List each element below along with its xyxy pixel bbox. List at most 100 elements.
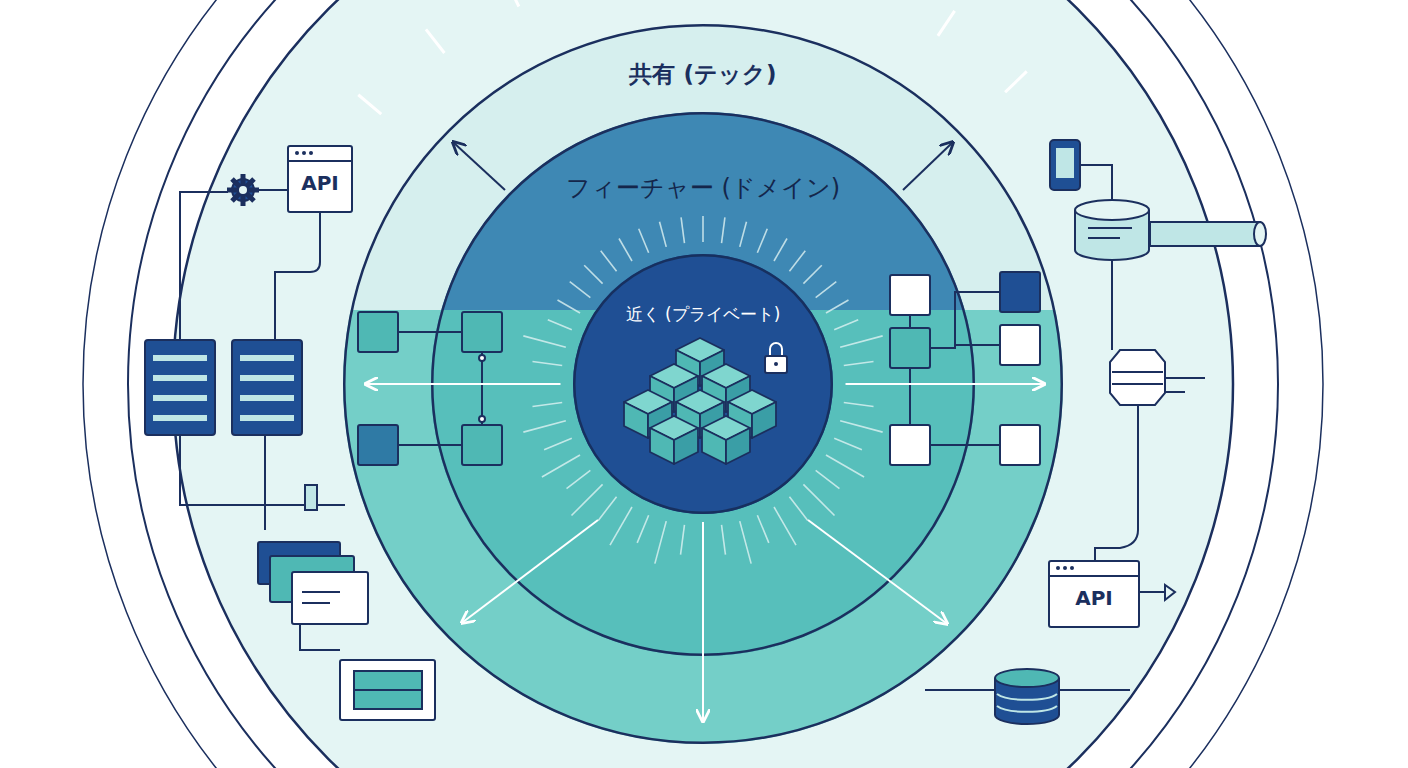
outward-arrows — [367, 383, 560, 385]
right-flowchart — [890, 425, 930, 465]
radial-ticks — [702, 216, 704, 242]
database-cylinder — [997, 694, 1057, 712]
radial-ticks — [542, 455, 580, 477]
api-label: API — [301, 171, 339, 195]
radial-ticks — [844, 403, 874, 407]
radial-ticks — [803, 484, 834, 515]
radial-ticks — [816, 470, 840, 488]
radial-ticks — [774, 239, 787, 262]
radial-ticks — [938, 11, 955, 36]
radial-ticks — [834, 438, 862, 449]
valve-icon — [1110, 350, 1165, 405]
label-holder: フィーチャー (ドメイン) — [431, 174, 975, 203]
lock-icon — [765, 343, 787, 373]
right-flowchart — [1000, 425, 1040, 465]
layer-title: 共有 (テック) — [629, 61, 776, 89]
database-cylinder — [995, 669, 1059, 724]
cube — [726, 428, 750, 464]
database-cylinder — [1088, 228, 1132, 238]
window-stack — [340, 660, 435, 720]
radial-ticks — [803, 265, 821, 283]
radial-ticks — [840, 336, 883, 347]
window-dots — [302, 151, 306, 155]
radial-ticks — [774, 507, 796, 545]
outer-rings — [128, 0, 1278, 768]
cube — [650, 428, 674, 464]
radial-ticks — [834, 320, 858, 330]
radial-ticks — [722, 217, 725, 243]
radial-ticks — [358, 95, 381, 114]
left-flowchart — [479, 355, 485, 361]
radial-ticks — [844, 362, 874, 366]
right-infrastructure — [1140, 585, 1175, 600]
radial-ticks — [523, 336, 566, 347]
valve-icon — [1112, 372, 1163, 384]
radial-ticks — [740, 222, 747, 247]
api-label: API — [1075, 586, 1113, 610]
gear-icon — [227, 174, 259, 206]
left-infrastructure — [275, 212, 320, 340]
left-flowchart — [358, 312, 398, 352]
radial-ticks — [789, 497, 807, 521]
gear-icon — [239, 186, 247, 194]
right-infrastructure — [1080, 165, 1112, 200]
label-holder: 近く (プライベート) — [573, 304, 833, 324]
database-cylinder — [1150, 222, 1260, 246]
right-flowchart — [890, 328, 930, 368]
outward-arrows — [702, 522, 704, 720]
radial-ticks — [639, 229, 649, 253]
radial-ticks — [619, 239, 632, 262]
radial-ticks — [826, 455, 864, 477]
radial-ticks — [840, 421, 883, 432]
window-stack — [302, 592, 340, 603]
radial-ticks — [532, 362, 562, 366]
cube — [650, 416, 698, 464]
radial-ticks — [523, 421, 566, 432]
left-flowchart — [358, 312, 502, 465]
circle-fill — [343, 24, 1063, 744]
radial-ticks — [722, 525, 726, 555]
left-infrastructure — [264, 435, 266, 530]
radial-ticks — [601, 251, 617, 272]
window-dots — [1054, 562, 1084, 574]
database-cylinder — [1075, 200, 1266, 260]
radial-ticks — [544, 438, 572, 449]
cube — [752, 402, 776, 438]
window-stack — [292, 572, 368, 624]
window-dots — [293, 147, 323, 159]
radial-ticks — [567, 470, 591, 488]
gear-icon — [227, 174, 259, 206]
radial-ticks — [660, 222, 667, 247]
radial-ticks — [681, 525, 685, 555]
radial-ticks — [681, 217, 684, 243]
right-flowchart — [890, 275, 930, 315]
outward-arrows — [903, 143, 952, 190]
database-cylinder — [1075, 200, 1149, 220]
api-window: API — [1048, 560, 1140, 628]
radial-ticks — [426, 29, 444, 53]
label-holder: API — [1050, 586, 1138, 610]
api-window: API — [287, 145, 353, 213]
circle-lower-fill — [343, 310, 1063, 744]
circle-fill — [573, 254, 833, 514]
radial-ticks — [826, 300, 849, 313]
right-flowchart — [890, 272, 1040, 465]
database-cylinder — [1254, 222, 1266, 246]
left-flowchart — [479, 416, 485, 422]
radial-ticks — [584, 265, 602, 283]
server-rack — [153, 358, 294, 418]
window-dots — [1056, 566, 1060, 570]
window-title-bar — [289, 147, 351, 162]
outward-arrows — [454, 143, 505, 190]
right-infrastructure — [1111, 255, 1113, 350]
server-rack — [305, 485, 317, 510]
outward-arrows — [808, 520, 946, 623]
radial-ticks — [558, 300, 581, 313]
layer-title: 近く (プライベート) — [626, 304, 781, 324]
outward-arrows — [367, 143, 1043, 720]
radial-ticks — [655, 521, 666, 564]
outward-arrows — [463, 520, 598, 622]
cube — [674, 428, 698, 464]
